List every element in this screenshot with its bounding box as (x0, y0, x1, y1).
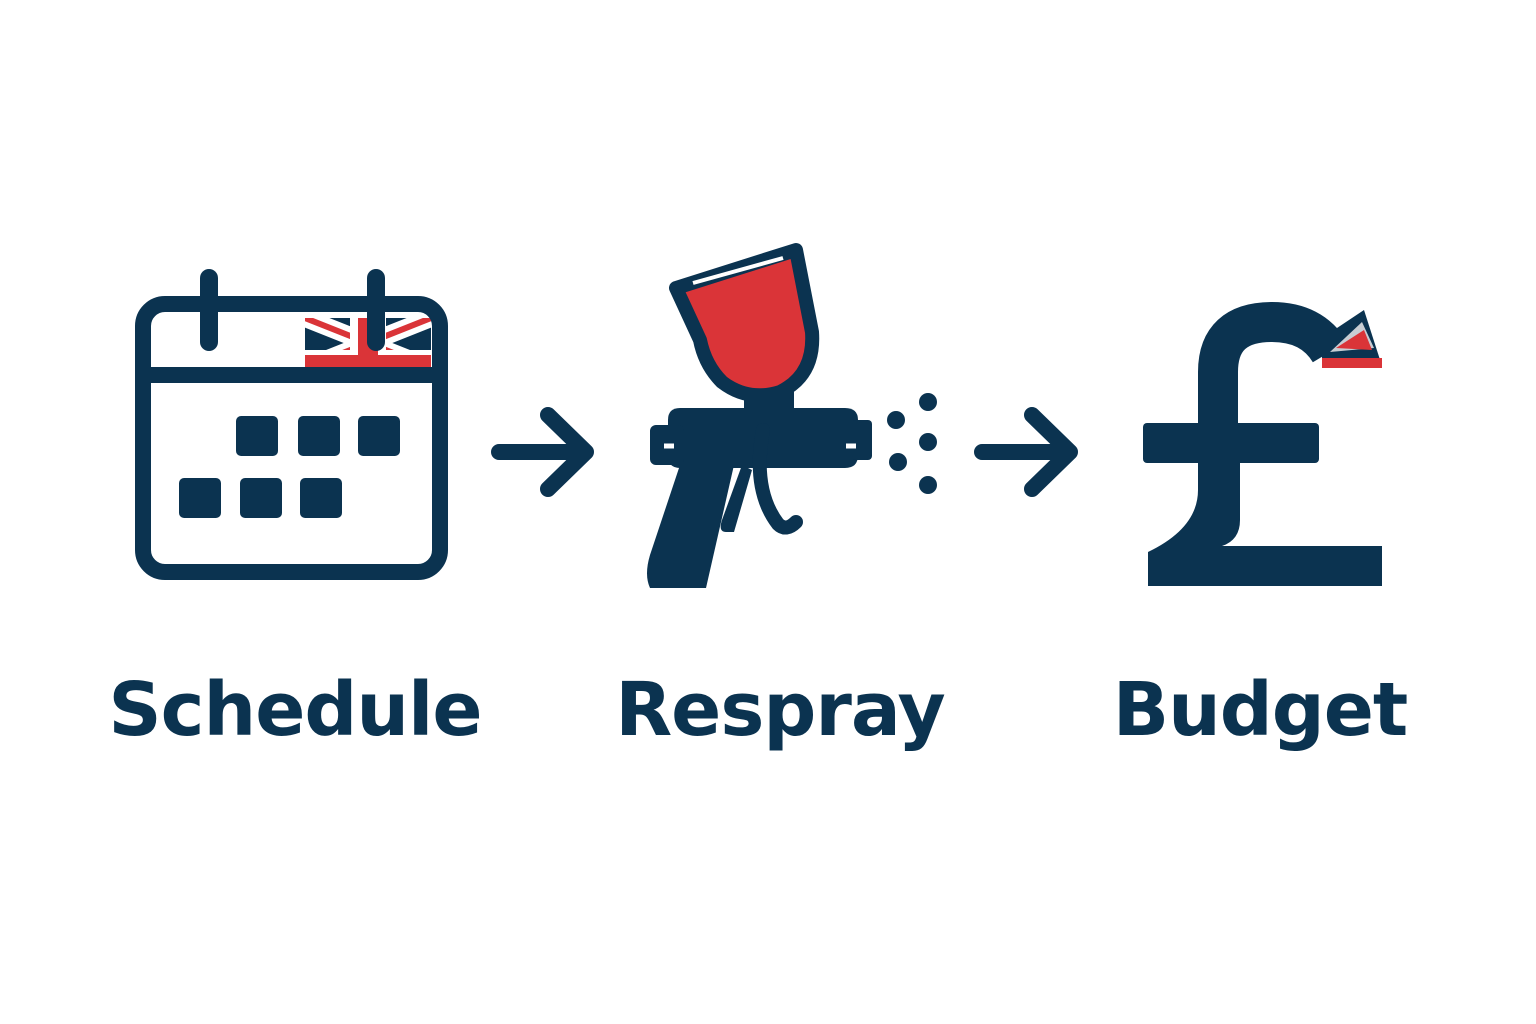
flag-motif (1322, 310, 1382, 368)
arrow-right-icon (974, 407, 1078, 497)
step-label-schedule: Schedule (108, 667, 482, 753)
calendar-icon (135, 269, 448, 580)
paint-cup (669, 243, 820, 403)
arrow-right-icon (491, 407, 594, 497)
spray-gun-icon (647, 243, 937, 588)
step-label-budget: Budget (1112, 667, 1409, 753)
calendar-days (179, 416, 400, 518)
spray-mist (887, 393, 937, 494)
step-label-respray: Respray (615, 667, 946, 753)
pound-sign-icon (1143, 301, 1382, 586)
